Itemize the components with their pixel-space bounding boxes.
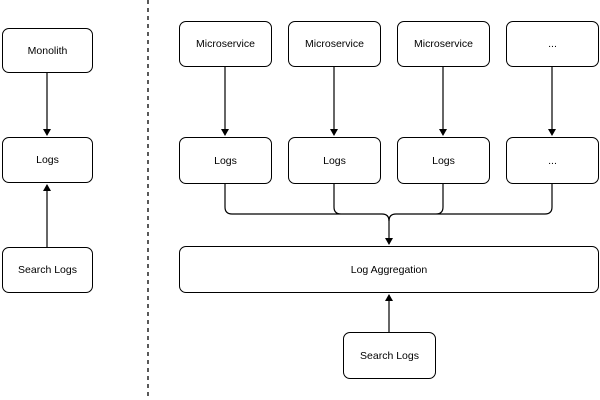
monolith-logs-label: Logs: [36, 154, 59, 166]
microservice-logs-label-1: Logs: [214, 154, 237, 167]
aggregated-search-logs-label: Search Logs: [360, 349, 419, 362]
monolith-search-logs-label: Search Logs: [18, 264, 77, 276]
monolith-box: Monolith: [2, 28, 93, 73]
microservice-label-1: Microservice: [196, 38, 255, 50]
microservice-logs-label-3: Logs: [432, 154, 455, 167]
microservice-logs-box-1: Logs: [179, 137, 272, 184]
merge-connector: [224, 184, 553, 222]
monolith-label: Monolith: [27, 44, 68, 57]
monolith-search-logs-box: Search Logs: [2, 247, 93, 293]
microservice-box-1: Microservice: [179, 21, 272, 67]
microservice-box-3: Microservice: [397, 21, 490, 67]
microservice-logs-box-4: ...: [506, 137, 599, 184]
log-aggregation-label: Log Aggregation: [350, 263, 428, 276]
log-aggregation-box: Log Aggregation: [179, 246, 599, 293]
microservice-logs-box-3: Logs: [397, 137, 490, 184]
monolith-logs-box: Logs: [2, 137, 93, 183]
microservice-label-3: Microservice: [414, 38, 473, 50]
microservice-box-4: ...: [506, 21, 599, 67]
microservice-logs-box-2: Logs: [288, 137, 381, 184]
microservice-label-2: Microservice: [305, 38, 364, 50]
microservice-box-2: Microservice: [288, 21, 381, 67]
microservice-logs-label-4: ...: [548, 154, 557, 167]
microservice-logs-label-2: Logs: [323, 154, 346, 167]
aggregated-search-logs-box: Search Logs: [343, 332, 436, 379]
microservice-label-4: ...: [548, 38, 557, 50]
